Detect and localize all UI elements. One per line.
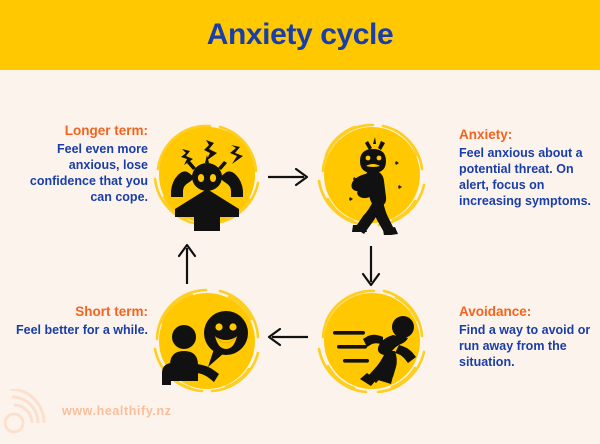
stage-icon-avoidance bbox=[311, 279, 433, 401]
running-person-glyph bbox=[333, 316, 416, 386]
header-band: Anxiety cycle bbox=[0, 0, 600, 70]
page-title: Anxiety cycle bbox=[206, 18, 394, 51]
happy-person-speech-bubble-glyph bbox=[162, 311, 248, 385]
anxious-person-glyph bbox=[349, 137, 402, 235]
stage-icon-short-term bbox=[146, 279, 268, 401]
stage-body-short-term: Feel better for a while. bbox=[16, 322, 148, 337]
healthify-arcs-logo bbox=[0, 387, 64, 439]
arrow-short-to-longer bbox=[172, 240, 202, 286]
stage-icon-longer-term bbox=[146, 113, 268, 235]
stage-body-longer-term: Feel even more anxious, lose confidence … bbox=[29, 141, 148, 205]
stage-text-longer-term: Longer term: Feel even more anxious, los… bbox=[8, 122, 148, 206]
stage-heading-avoidance: Avoidance: bbox=[459, 304, 532, 319]
stage-body-anxiety: Feel anxious about a potential threat. O… bbox=[459, 145, 591, 209]
stage-text-avoidance: Avoidance: Find a way to avoid or run aw… bbox=[459, 303, 599, 370]
stage-heading-longer-term: Longer term: bbox=[64, 123, 148, 138]
stage-text-anxiety: Anxiety: Feel anxious about a potential … bbox=[459, 126, 599, 210]
arrow-anxiety-to-avoidance bbox=[356, 244, 386, 290]
stage-text-short-term: Short term: Feel better for a while. bbox=[8, 303, 148, 338]
footer-url: www.healthify.nz bbox=[62, 404, 172, 418]
arrow-avoidance-to-short bbox=[264, 322, 310, 352]
stage-body-avoidance: Find a way to avoid or run away from the… bbox=[459, 322, 591, 370]
stage-heading-anxiety: Anxiety: bbox=[459, 127, 513, 142]
stage-icon-anxiety bbox=[311, 113, 433, 235]
stressed-person-glyph bbox=[171, 140, 243, 231]
arrow-longer-to-anxiety bbox=[266, 162, 312, 192]
stage-heading-short-term: Short term: bbox=[75, 304, 148, 319]
